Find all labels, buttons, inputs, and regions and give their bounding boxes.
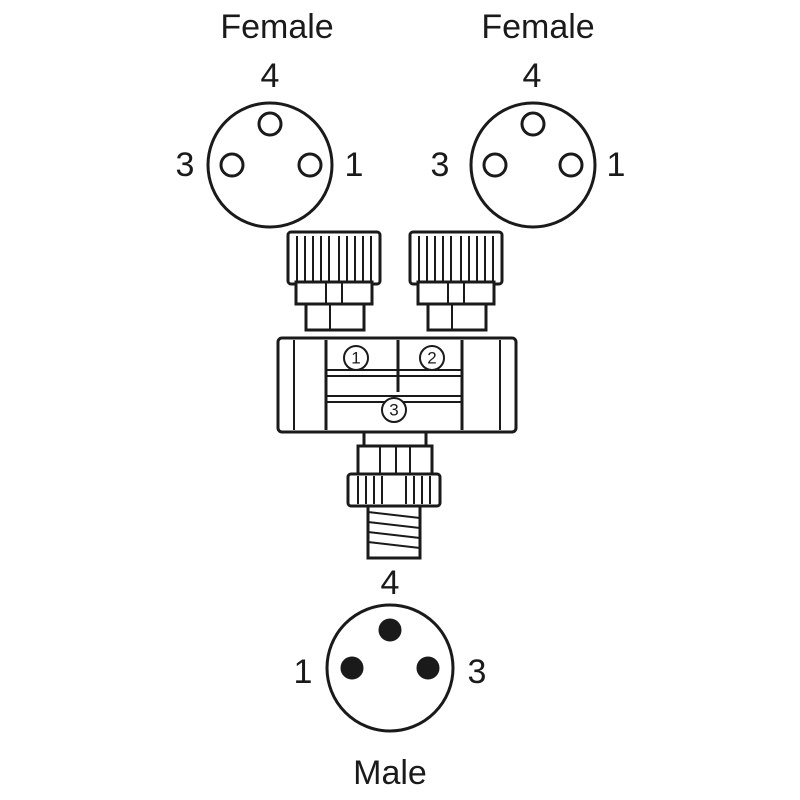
left-female-face [206,101,334,229]
male-coupling [346,430,442,560]
male-pin-top-label: 4 [380,564,400,602]
right-pin-right-label: 1 [606,146,626,184]
left-pin-top-label: 4 [260,57,280,95]
right-coupling-nut [408,230,504,332]
port-2-marker: 2 [427,348,437,368]
right-pin-left-label: 3 [430,146,450,184]
left-connector-label: Female [220,8,334,46]
male-pin-right-label: 3 [467,653,487,691]
left-pin-left-label: 3 [175,146,195,184]
port-3-marker: 3 [389,400,399,420]
right-connector-label: Female [481,8,595,46]
right-pin-top-label: 4 [522,57,542,95]
male-connector-label: Male [353,754,427,792]
male-pin-left-label: 1 [293,653,313,691]
left-coupling-nut [286,230,382,332]
right-female-face [469,101,597,229]
left-pin-right-label: 1 [344,146,364,184]
port-1-marker: 1 [351,348,361,368]
male-face [325,603,455,733]
